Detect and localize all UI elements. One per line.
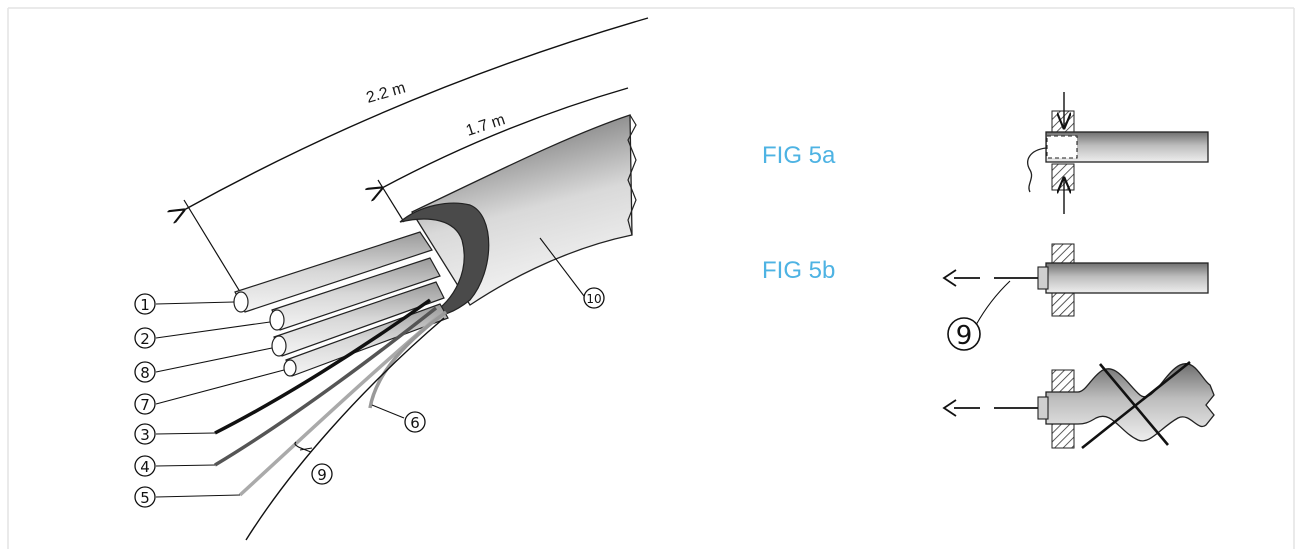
callout-6: 6 <box>404 411 426 433</box>
svg-text:9: 9 <box>317 466 327 484</box>
fig-5b-incorrect-illustration <box>942 360 1215 450</box>
fig-5b-illustration <box>942 243 1209 326</box>
svg-text:2: 2 <box>140 330 150 348</box>
cable-conductors <box>214 231 449 541</box>
callout-5: 5 <box>134 486 156 508</box>
svg-text:10: 10 <box>586 292 601 306</box>
frame-border <box>7 7 1295 549</box>
cable-jacket <box>399 114 637 317</box>
svg-text:9: 9 <box>956 321 973 351</box>
fig-5a-illustration <box>1027 92 1209 214</box>
dimension-outer-label: 2.2 m <box>364 79 407 106</box>
callout-9-large: 9 <box>947 317 981 351</box>
svg-text:8: 8 <box>140 364 150 382</box>
cross-mark-icon <box>1099 363 1169 446</box>
callout-9: 9 <box>311 463 333 485</box>
svg-text:3: 3 <box>140 426 150 444</box>
svg-text:6: 6 <box>410 414 420 432</box>
callout-1: 1 <box>134 293 156 315</box>
callout-2: 2 <box>134 327 156 349</box>
svg-text:7: 7 <box>140 396 150 414</box>
fig-5a-label: FIG 5a <box>762 142 836 169</box>
callout-8: 8 <box>134 361 156 383</box>
callout-10: 10 <box>583 287 605 309</box>
callout-7: 7 <box>134 393 156 415</box>
svg-text:5: 5 <box>140 489 150 507</box>
callout-leaders <box>155 237 585 498</box>
fig-5b-label: FIG 5b <box>762 257 835 284</box>
callout-4: 4 <box>134 455 156 477</box>
dimension-inner-label: 1.7 m <box>464 111 507 140</box>
svg-text:4: 4 <box>140 458 150 476</box>
callout-3: 3 <box>134 423 156 445</box>
svg-text:1: 1 <box>140 296 150 314</box>
